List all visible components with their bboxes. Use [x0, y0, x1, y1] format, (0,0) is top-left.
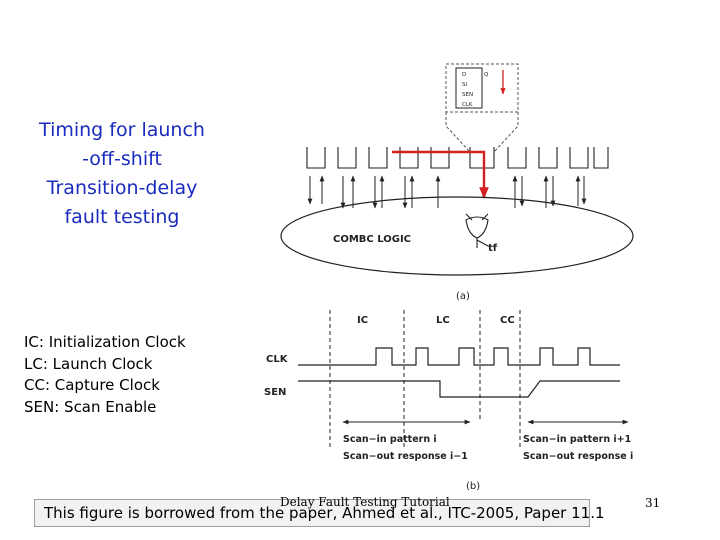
right-span-line-1: Scan−in pattern i+1: [523, 434, 631, 445]
right-span-line-2: Scan−out response i: [523, 451, 633, 462]
signal-label-clk: CLK: [266, 354, 289, 365]
flip-flop-row: [306, 147, 609, 169]
pin-si: SI: [462, 82, 467, 88]
footer-title: Delay Fault Testing Tutorial: [280, 495, 450, 509]
legend-cc: CC: Capture Clock: [24, 376, 160, 394]
launch-path: [392, 150, 489, 200]
caption-b: (b): [466, 481, 480, 492]
pin-sen: SEN: [462, 92, 473, 98]
zoomed-scan-cell: [445, 63, 519, 113]
clk-waveform: [298, 347, 620, 366]
zoom-funnel: [445, 112, 519, 153]
clock-label-ic: IC: [357, 315, 368, 326]
title-line-1: Timing for launch: [39, 119, 205, 141]
legend-sen: SEN: Scan Enable: [24, 397, 157, 416]
pin-d: D: [462, 72, 466, 78]
pin-q: Q: [484, 72, 489, 78]
logic-label: COMBC LOGIC: [333, 234, 411, 245]
pin-clk: CLK: [462, 102, 473, 108]
left-span-line-2: Scan−out response i−1: [343, 451, 468, 462]
clock-label-cc: CC: [500, 315, 515, 326]
scan-cell-box: [455, 67, 483, 109]
figure-a: D SI SEN CLK Q: [280, 63, 634, 302]
legend-ic: IC: Initialization Clock: [24, 333, 186, 351]
sen-waveform: [298, 380, 620, 398]
attribution-text: This figure is borrowed from the paper, …: [44, 504, 605, 522]
title-line-2: -off-shift: [82, 148, 162, 170]
page-number: 31: [645, 496, 661, 510]
ff-logic-arrows: [307, 175, 587, 209]
abbreviation-legend: IC: Initialization Clock LC: Launch Cloc…: [24, 332, 186, 418]
slide-title: Timing for launch -off-shift Transition-…: [14, 116, 230, 232]
attribution-box: [34, 499, 590, 527]
fault-label: tf: [488, 243, 498, 254]
caption-a: (a): [456, 291, 470, 302]
left-span-line-1: Scan−in pattern i: [343, 434, 437, 445]
title-line-4: fault testing: [64, 206, 180, 228]
combinational-logic: [280, 196, 634, 276]
title-line-3: Transition-delay: [46, 177, 198, 199]
legend-lc: LC: Launch Clock: [24, 354, 153, 373]
figure-b: IC LC CC CLK SEN Scan−in pattern i Scan−…: [264, 310, 633, 492]
signal-label-sen: SEN: [264, 387, 286, 398]
fault-site-icon: [465, 213, 489, 248]
clock-markers: [329, 310, 521, 450]
clock-label-lc: LC: [436, 315, 450, 326]
